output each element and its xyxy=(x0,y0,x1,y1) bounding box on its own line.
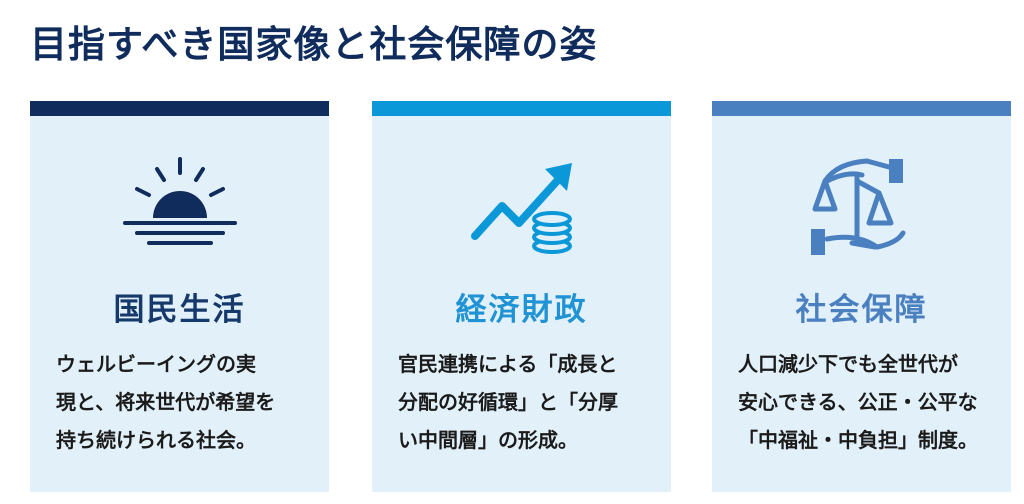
card-accent-bar xyxy=(372,101,671,116)
card-description: ウェルビーイングの実 現と、将来世代が希望を 持ち続けられる社会。 xyxy=(56,345,315,459)
card-description: 官民連携による「成長と 分配の好循環」と「分厚 い中間層」の形成。 xyxy=(398,345,657,459)
card-social-security: 社会保障 人口減少下でも全世代が 安心できる、公正・公平な 「中福祉・中負担」制… xyxy=(712,101,1011,492)
hands-scales-icon xyxy=(712,151,1011,261)
card-heading: 経済財政 xyxy=(455,292,588,328)
card-accent-bar xyxy=(30,101,329,116)
description-line: 現と、将来世代が希望を xyxy=(56,390,276,414)
card-description: 人口減少下でも全世代が 安心できる、公正・公平な 「中福祉・中負担」制度。 xyxy=(738,345,997,459)
description-line: 持ち続けられる社会。 xyxy=(56,428,256,452)
card-economy-finance: 経済財政 官民連携による「成長と 分配の好循環」と「分厚 い中間層」の形成。 xyxy=(372,101,671,492)
description-line: い中間層」の形成。 xyxy=(398,428,578,452)
description-line: 人口減少下でも全世代が xyxy=(738,352,958,376)
card-national-life: 国民生活 ウェルビーイングの実 現と、将来世代が希望を 持ち続けられる社会。 xyxy=(30,101,329,492)
growth-chart-coins-icon xyxy=(372,151,671,261)
description-line: 「中福祉・中負担」制度。 xyxy=(738,428,978,452)
description-line: 分配の好循環」と「分厚 xyxy=(398,390,618,414)
page-title: 目指すべき国家像と社会保障の姿 xyxy=(30,23,598,66)
card-heading: 社会保障 xyxy=(795,292,928,328)
description-line: 安心できる、公正・公平な xyxy=(738,390,978,414)
card-heading: 国民生活 xyxy=(113,292,246,328)
description-line: 官民連携による「成長と xyxy=(398,352,618,376)
sunrise-icon xyxy=(30,151,329,261)
description-line: ウェルビーイングの実 xyxy=(56,352,256,376)
card-accent-bar xyxy=(712,101,1011,116)
